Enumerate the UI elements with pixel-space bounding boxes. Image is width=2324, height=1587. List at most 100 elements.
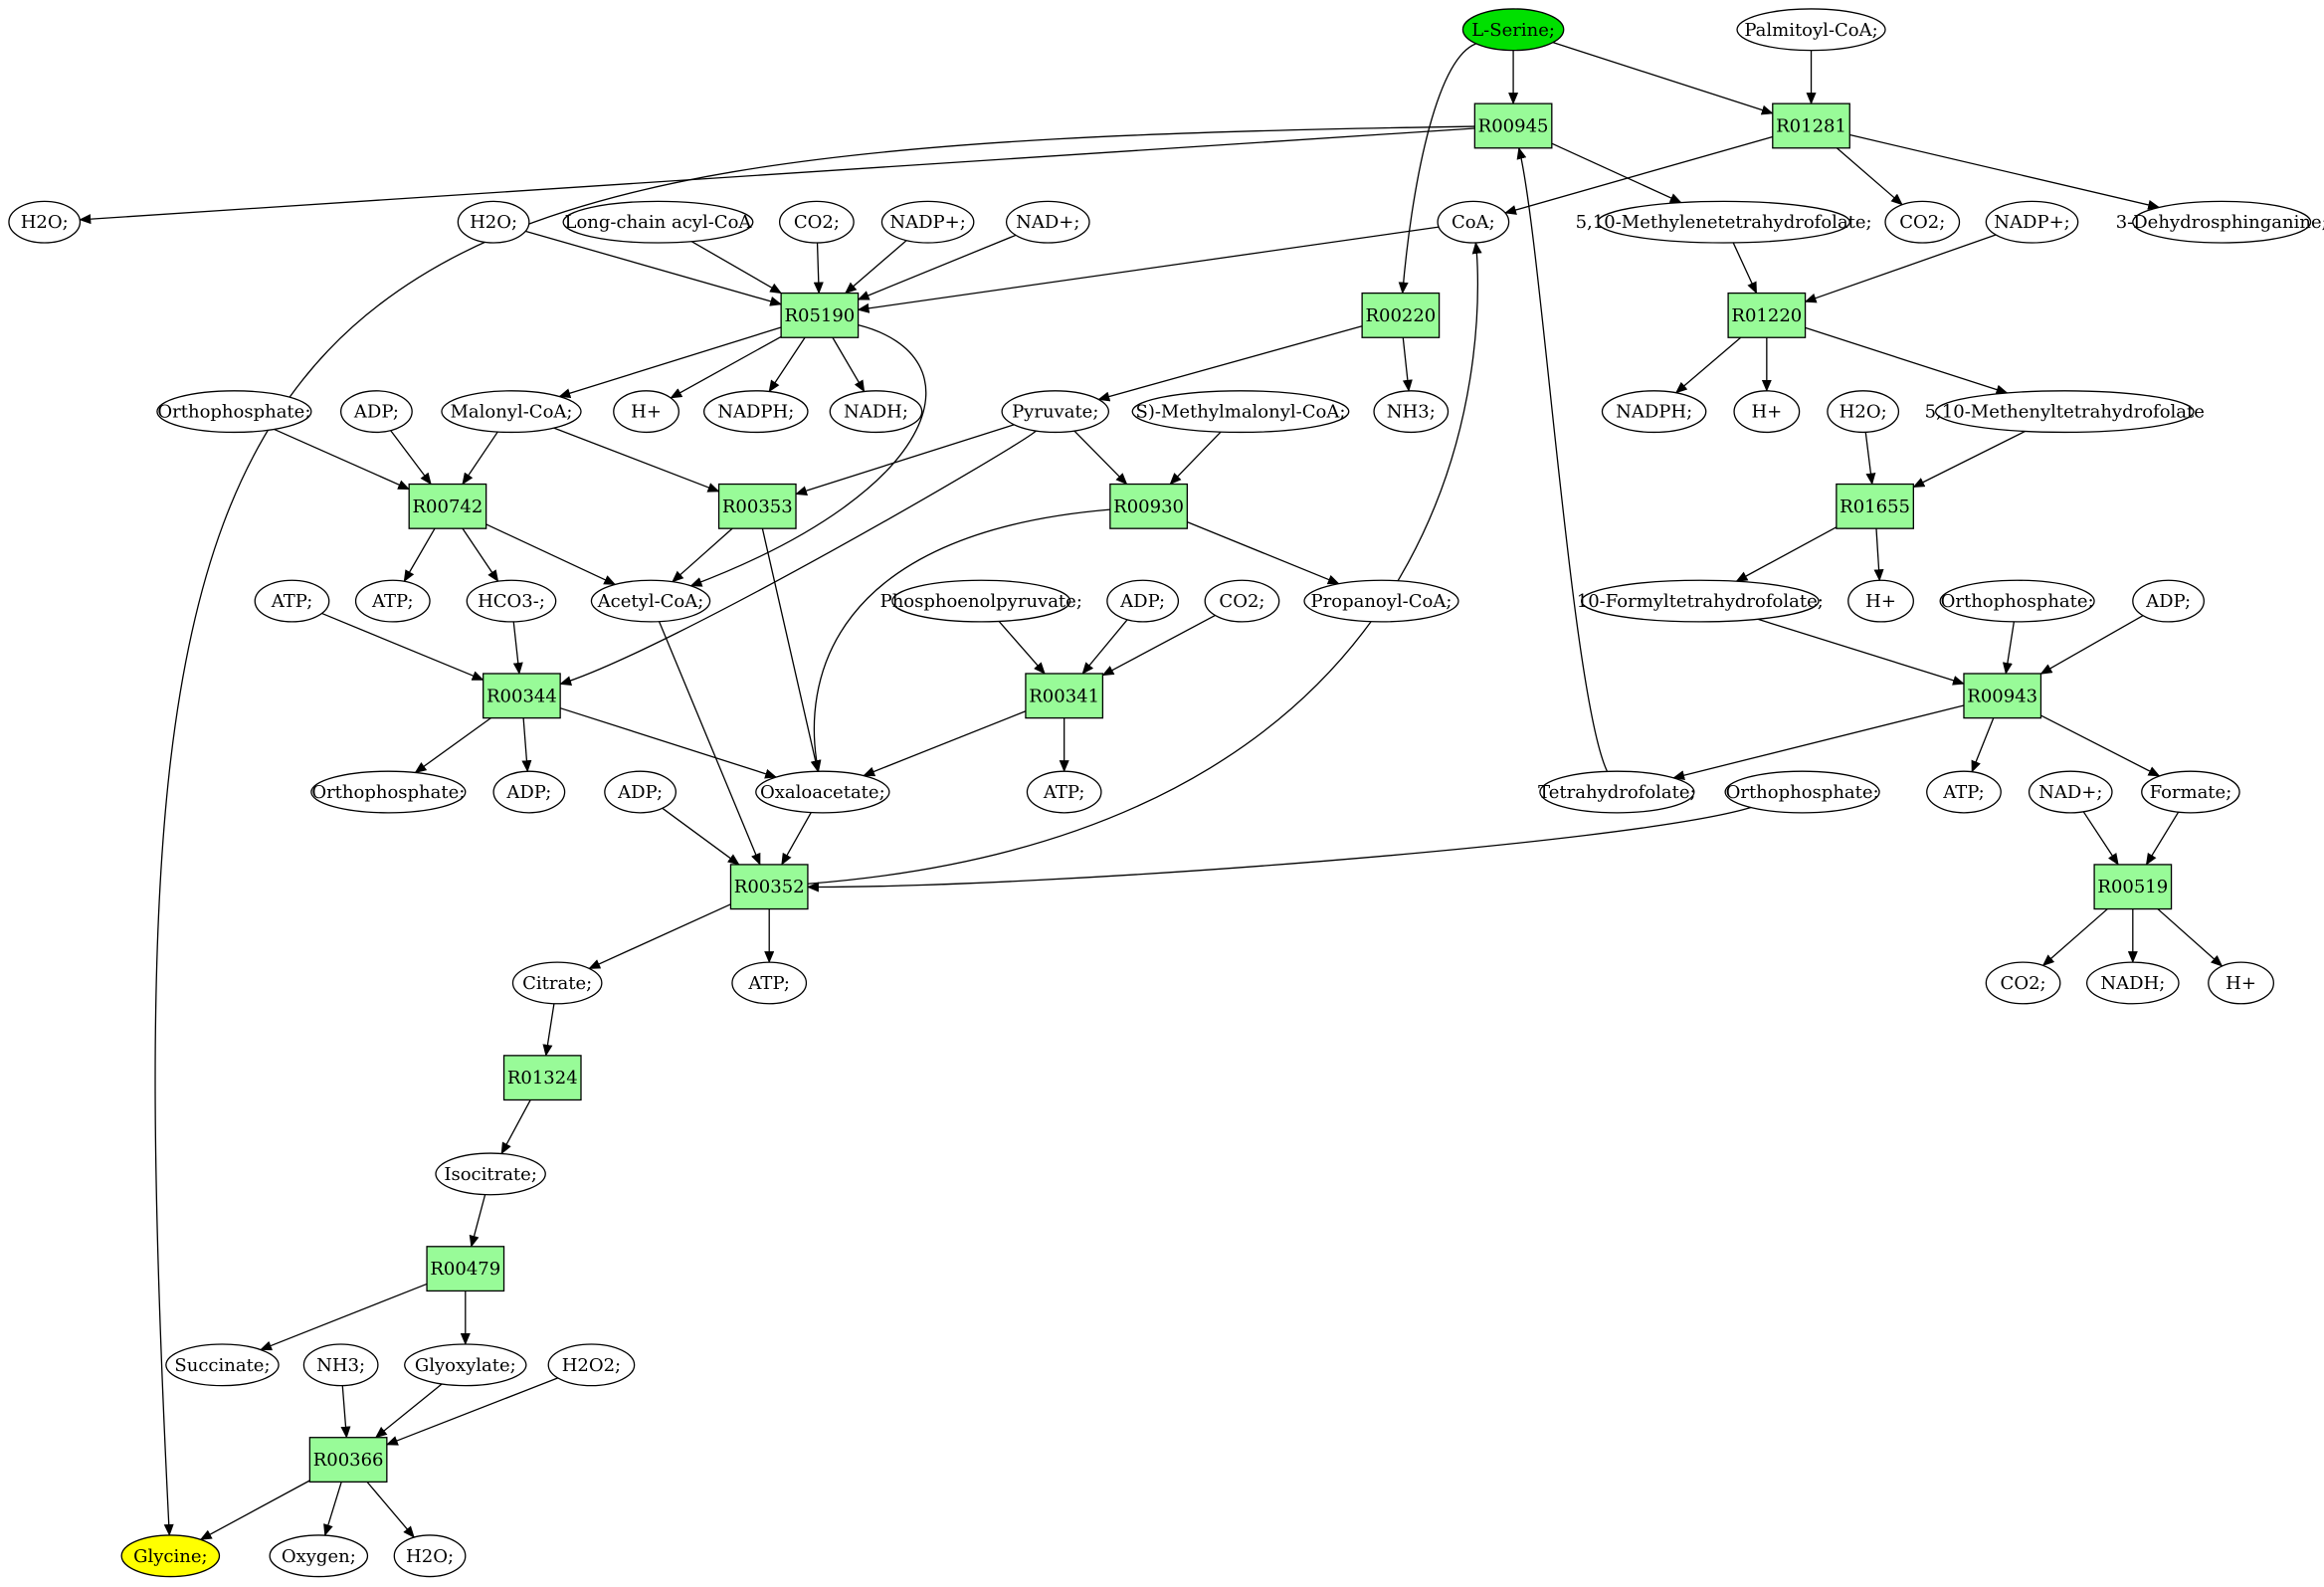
compound-node-glycine: Glycine; <box>120 1534 221 1578</box>
compound-node-nadh_a: NADH; <box>829 390 923 434</box>
reaction-node-R00341: R00341 <box>1025 673 1104 719</box>
edge-orthop_d-to-R00352 <box>806 806 1752 893</box>
node-shape <box>1733 390 1801 434</box>
edge-methenyl-to-R01655 <box>1912 430 2026 489</box>
node-shape <box>1204 579 1280 623</box>
node-label: ADP; <box>505 782 551 803</box>
node-shape <box>880 200 975 244</box>
node-shape <box>547 1343 636 1387</box>
reaction-node-R00519: R00519 <box>2093 864 2173 910</box>
node-label: CO2; <box>1899 212 1945 233</box>
node-shape <box>2028 770 2113 814</box>
node-label: R01220 <box>1731 305 1802 326</box>
node-shape <box>1303 579 1459 623</box>
node-shape <box>502 1055 582 1101</box>
node-shape <box>1373 390 1450 434</box>
compound-node-adp_d: ADP; <box>492 770 566 814</box>
edge-citrate-to-R01324 <box>542 1003 555 1057</box>
edge-R00341-to-oxaloacetate <box>863 710 1027 777</box>
edge-R00344-to-adp_d <box>521 717 532 773</box>
edge-lserine-to-R01281 <box>1552 42 1774 115</box>
node-label: Propanoyl-CoA; <box>1311 591 1452 612</box>
compound-node-thf: Tetrahydrofolate; <box>1538 770 1696 814</box>
node-label: H+ <box>1751 402 1782 423</box>
node-label: 5,10-Methylenetetrahydrofolate; <box>1576 212 1872 233</box>
edge-formylthf-to-R00943 <box>1757 618 1965 686</box>
node-label: H2O; <box>470 212 517 233</box>
compound-node-citrate: Citrate; <box>511 961 603 1005</box>
node-shape <box>778 200 855 244</box>
node-label: H+ <box>1865 591 1896 612</box>
node-label: H+ <box>631 402 662 423</box>
compound-node-hplus_c: H+ <box>1847 579 1914 623</box>
node-shape <box>2132 579 2205 623</box>
edge-pyruvate-to-R00353 <box>795 424 1015 496</box>
reaction-node-R00366: R00366 <box>308 1437 388 1484</box>
node-shape <box>354 579 431 623</box>
node-label: Citrate; <box>522 973 592 994</box>
node-label: NADPH; <box>1616 402 1692 423</box>
compound-node-isocitrate: Isocitrate; <box>435 1152 546 1196</box>
node-label: NADP+; <box>889 212 965 233</box>
node-label: 3-Dehydrosphinganine; <box>2116 212 2324 233</box>
node-shape <box>1461 8 1565 52</box>
compound-node-co2_c: CO2; <box>1204 579 1280 623</box>
edge-co2_a-to-R05190 <box>813 242 824 295</box>
compound-node-adp_e: ADP; <box>604 770 677 814</box>
edge-smmcoa-to-R00930 <box>1169 431 1222 486</box>
node-shape <box>308 1437 388 1484</box>
edge-pep-to-R00341 <box>998 621 1046 675</box>
compound-node-nadph_a: NADPH; <box>703 390 809 434</box>
compound-node-formate: Formate; <box>2141 770 2240 814</box>
compound-node-smmcoa: S)-Methylmalonyl-CoA; <box>1131 390 1350 434</box>
compound-node-nadh_b: NADH; <box>2085 961 2180 1005</box>
node-shape <box>780 292 860 338</box>
edge-nadpp_a-to-R05190 <box>844 240 907 295</box>
edge-R00519-to-hplus_d <box>2157 908 2224 967</box>
edge-R00945-to-h2o_a <box>79 127 1475 225</box>
reaction-node-R01324: R01324 <box>502 1055 582 1101</box>
node-shape <box>1539 770 1695 814</box>
node-shape <box>562 200 754 244</box>
node-shape <box>483 673 561 719</box>
node-label: ADP; <box>353 402 399 423</box>
edge-nh3_b-to-R00366 <box>340 1385 351 1439</box>
edge-atp_a-to-R00344 <box>321 612 484 681</box>
node-label: Orthophosphate; <box>1726 782 1879 803</box>
node-shape <box>1601 390 1707 434</box>
node-shape <box>717 483 797 529</box>
compound-node-adp_a: ADP; <box>340 390 413 434</box>
node-shape <box>2093 864 2173 910</box>
node-label: Tetrahydrofolate; <box>1538 782 1696 803</box>
edge-R00930-to-propanoyl <box>1187 521 1340 585</box>
node-shape <box>613 390 679 434</box>
edge-h2o_b-to-R05190 <box>525 230 783 306</box>
reaction-node-R00742: R00742 <box>408 483 487 529</box>
node-shape <box>731 961 808 1005</box>
node-label: Formate; <box>2150 782 2232 803</box>
node-shape <box>1827 390 1900 434</box>
compound-node-atp_e: ATP; <box>731 961 808 1005</box>
reaction-node-R05190: R05190 <box>780 292 860 338</box>
node-shape <box>1026 770 1102 814</box>
compound-node-co2_d: CO2; <box>1985 961 2061 1005</box>
edge-nadpp_b-to-R01220 <box>1804 234 1997 303</box>
node-shape <box>254 579 330 623</box>
node-label: H2O; <box>1840 402 1887 423</box>
node-label: 10-Formyltetrahydrofolate; <box>1577 591 1824 612</box>
node-shape <box>120 1534 221 1578</box>
node-shape <box>492 770 566 814</box>
edge-R00366-to-oxygen <box>323 1482 342 1537</box>
node-shape <box>1963 673 2042 719</box>
edge-R00353-to-acetylcoa <box>672 527 733 583</box>
node-shape <box>703 390 809 434</box>
node-label: 5,10-Methenyltetrahydrofolate <box>1925 402 2205 423</box>
edge-acetylcoa-to-R00352 <box>658 621 761 866</box>
edge-R00943-to-formate <box>2040 714 2161 777</box>
node-label: Palmitoyl-CoA; <box>1744 20 1877 41</box>
edge-R00352-to-coa <box>807 241 1482 885</box>
node-shape <box>408 483 487 529</box>
reaction-node-R01655: R01655 <box>1836 483 1914 529</box>
node-label: CoA; <box>1452 212 1495 233</box>
node-shape <box>2141 770 2240 814</box>
